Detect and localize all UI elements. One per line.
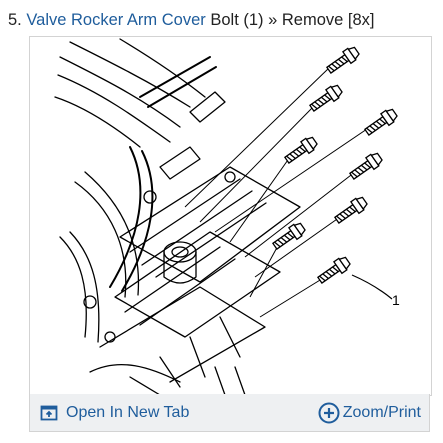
step-description: Bolt (1) » Remove [8x] <box>205 11 375 29</box>
bolt-5 <box>348 152 383 180</box>
bolt-8 <box>316 256 351 284</box>
engine-bolt-diagram: 1 <box>54 38 400 395</box>
open-in-new-tab-button[interactable]: Open In New Tab <box>40 394 189 432</box>
zoom-print-label: Zoom/Print <box>342 404 421 421</box>
zoom-plus-icon <box>318 402 340 424</box>
bolt-2 <box>308 84 343 112</box>
open-in-new-tab-label: Open In New Tab <box>66 404 190 421</box>
valve-rocker-arm-cover-link[interactable]: Valve Rocker Arm Cover <box>26 11 206 29</box>
bolt-7 <box>271 222 306 250</box>
bolt-4 <box>283 136 318 164</box>
callout-label-1: 1 <box>392 292 400 308</box>
zoom-print-button[interactable]: Zoom/Print <box>318 394 421 432</box>
service-illustration[interactable]: 1 <box>29 36 432 396</box>
open-new-tab-icon <box>40 405 58 421</box>
bolt-1 <box>325 46 360 74</box>
bolt-3 <box>363 108 398 136</box>
figure-toolbar: Open In New Tab Zoom/Print <box>29 394 430 432</box>
step-number: 5. <box>8 11 22 29</box>
bolt-6 <box>333 196 368 224</box>
step-heading: 5. Valve Rocker Arm Cover Bolt (1) » Rem… <box>8 10 375 30</box>
